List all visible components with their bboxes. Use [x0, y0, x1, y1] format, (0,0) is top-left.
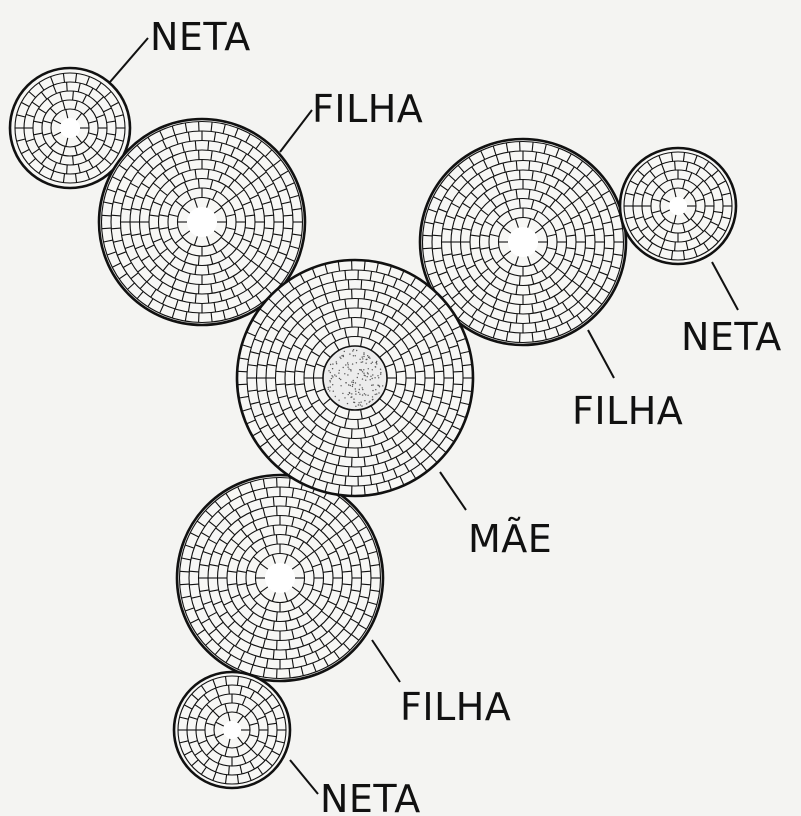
label-filha-right: FILHA — [572, 389, 683, 433]
label-filha-bottom: FILHA — [400, 685, 511, 729]
label-neta-bottom: NETA — [320, 777, 421, 816]
colony-neta-bottom — [174, 672, 290, 788]
label-filha-top-left: FILHA — [312, 87, 423, 131]
label-neta-right: NETA — [681, 315, 782, 359]
label-neta-top-left: NETA — [150, 15, 251, 59]
label-mae: MÃE — [468, 517, 552, 561]
colony-neta-right — [620, 148, 736, 264]
colony-filha-bottom — [177, 475, 383, 681]
colony-mae — [237, 260, 473, 496]
